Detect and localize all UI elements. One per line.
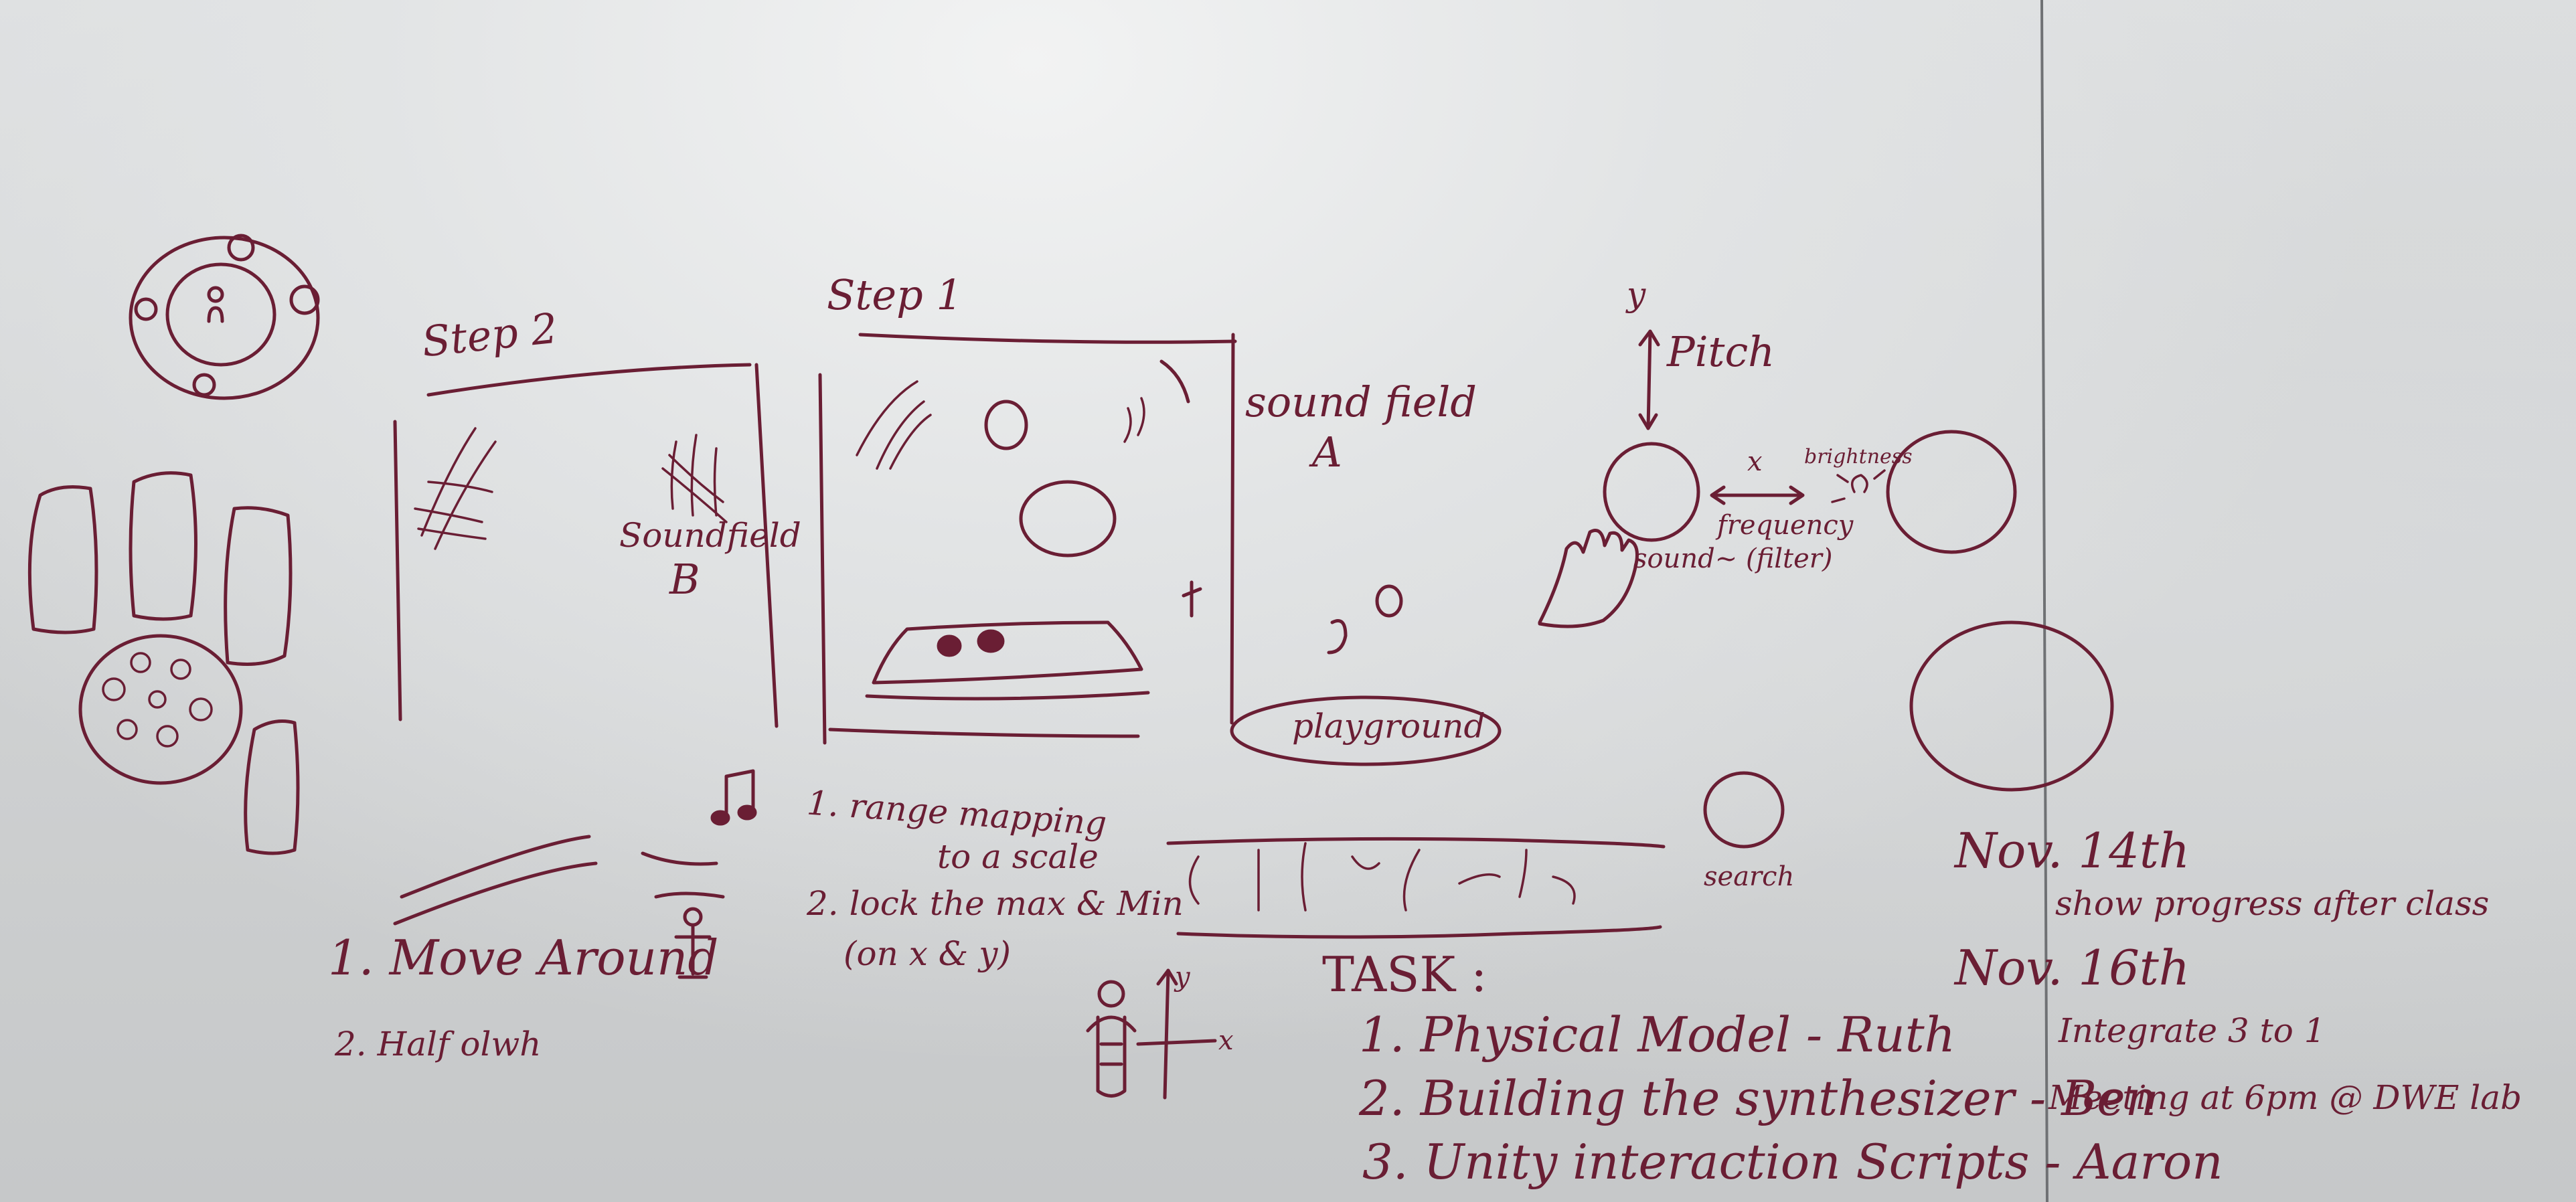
pitch-frequency-diagram [1538, 329, 2114, 849]
schedule-nov14-date: Nov. 14th [1955, 823, 2190, 879]
range-mapping-line2: to a scale [937, 837, 1099, 876]
sound-field-b-letter: B [669, 555, 700, 604]
search-label: search [1704, 861, 1795, 892]
schedule-nov14-note: show progress after class [2055, 884, 2490, 923]
figure-axis-y: y [1175, 962, 1190, 993]
step2-frame-sketch [393, 363, 779, 979]
task-item-2: 2. Building the synthesizer - Ben [1359, 1070, 2157, 1126]
circle-figure-sketch [129, 234, 320, 400]
x-axis-label: x [1747, 446, 1763, 477]
sound-filter-label: sound~ (filter) [1633, 543, 1833, 574]
figure-axis-x: x [1218, 1025, 1234, 1056]
schedule-nov16-note1: Integrate 3 to 1 [2059, 1011, 2326, 1050]
step1-heading: Step 1 [827, 270, 963, 319]
sound-field-a-letter: A [1312, 428, 1342, 477]
schedule-nov16-date: Nov. 16th [1955, 940, 2190, 996]
task-heading: TASK : [1322, 946, 1487, 1003]
board-panel-divider [2040, 0, 2048, 1202]
step2-item-2: 2. Half olwh [335, 1025, 542, 1063]
task-item-3: 3. Unity interaction Scripts - Aaron [1362, 1134, 2223, 1190]
brightness-label: brightness [1804, 445, 1913, 468]
speaker-array-sketch [27, 471, 300, 855]
frequency-label: frequency [1717, 510, 1854, 541]
pitch-label: Pitch [1667, 327, 1775, 376]
y-axis-label: y [1627, 275, 1646, 314]
sound-field-b-label: Soundfield [619, 516, 801, 555]
task-item-1: 1. Physical Model - Ruth [1359, 1007, 1955, 1063]
step2-move-around: 1. Move Around [328, 930, 719, 986]
lock-max-min-line1: 2. lock the max & Min [807, 884, 1184, 923]
lock-max-min-line2: (on x & y) [843, 934, 1011, 973]
playground-label: playground [1292, 707, 1485, 746]
sound-field-a-label: sound field [1245, 377, 1477, 426]
step1-frame-sketch [818, 333, 1666, 1100]
schedule-nov16-note2: Meeting at 6pm @ DWE lab [2048, 1078, 2522, 1117]
